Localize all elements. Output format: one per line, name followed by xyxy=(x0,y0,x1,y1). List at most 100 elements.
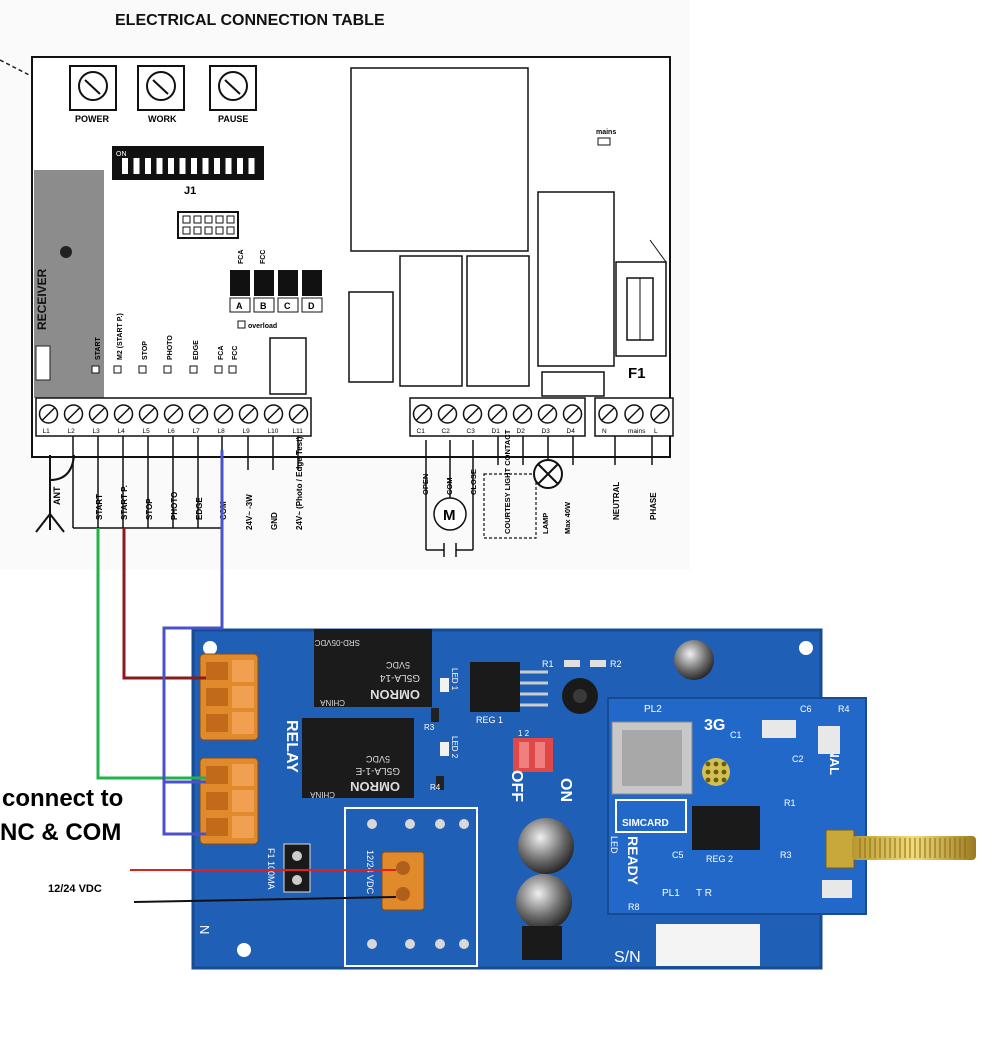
terminal-lever xyxy=(232,686,254,708)
wire-label: NEUTRAL xyxy=(612,482,621,520)
pcb-pad xyxy=(367,939,377,949)
relay1-text: 5VDC xyxy=(385,660,410,670)
dip-off-label: OFF xyxy=(508,770,525,802)
header-pin xyxy=(182,226,191,235)
overload-label: overload xyxy=(248,323,277,330)
terminal-label: C1 xyxy=(417,428,426,435)
terminal-label: L5 xyxy=(143,428,151,435)
dip-on-label: ON xyxy=(557,778,574,802)
input-led xyxy=(228,365,237,374)
relay1-text: CHINA xyxy=(319,698,345,707)
relay1-text: OMRON xyxy=(370,687,420,702)
c2-label: C2 xyxy=(792,754,804,764)
terminal-label: L10 xyxy=(268,428,279,435)
dip-slot xyxy=(225,158,232,174)
reg2-label: REG 2 xyxy=(706,854,733,864)
led-fca-label: FCA xyxy=(238,250,245,264)
terminal-label: L2 xyxy=(68,428,76,435)
c1-label: C1 xyxy=(730,730,742,740)
screw-slot xyxy=(415,407,430,421)
wire-label: CLOSE xyxy=(469,469,478,495)
component-box-3 xyxy=(348,291,394,383)
relay-1: SRD-05VDC OMRON G5LA-14 5VDC CHINA xyxy=(314,629,432,707)
dip-slot xyxy=(145,158,151,174)
led-fcc-label: FCC xyxy=(260,250,267,264)
led-letter-box xyxy=(229,297,251,313)
header-pin xyxy=(193,215,202,224)
dip-slot xyxy=(202,158,209,174)
fuse-f1: F1 xyxy=(615,239,667,382)
pcb-pad xyxy=(405,819,415,829)
terminal-label: D1 xyxy=(492,428,501,435)
sim-pad xyxy=(705,761,711,767)
led-letter: D xyxy=(308,301,315,311)
header-pin xyxy=(204,226,213,235)
r2-label: R2 xyxy=(610,659,622,669)
trimmer-power-label: POWER xyxy=(75,114,110,124)
terminal-label: L11 xyxy=(293,428,304,435)
sim-pad xyxy=(705,777,711,783)
led-letter: B xyxy=(260,301,267,311)
connect-to-label: connect to xyxy=(2,785,123,812)
component-box-2 xyxy=(466,255,530,387)
terminal-screw xyxy=(206,766,228,784)
dip-slot xyxy=(122,158,128,174)
dip-j1-label: J1 xyxy=(184,185,196,197)
input-led-label: STOP xyxy=(142,341,149,360)
sim-pad xyxy=(713,777,719,783)
supply-voltage-label: 12/24 VDC xyxy=(48,883,102,895)
mounting-hole xyxy=(203,641,217,655)
r1-label: R1 xyxy=(542,659,554,669)
input-led-label: START xyxy=(95,336,102,360)
sim-pad xyxy=(721,777,727,783)
screw-slot xyxy=(465,407,480,421)
pl1-label: PL1 xyxy=(662,888,680,899)
dip-nums-label: 1 2 xyxy=(518,729,530,738)
screw-slot xyxy=(490,407,505,421)
header-pin xyxy=(226,215,235,224)
capacitor-low xyxy=(516,874,572,930)
pcb-pad xyxy=(435,819,445,829)
dip-slot xyxy=(168,158,174,174)
wire-label: Max 40W xyxy=(563,501,572,534)
wire-label: 24V~ -3W xyxy=(245,494,254,530)
terminal-label: L9 xyxy=(243,428,251,435)
dip-slot xyxy=(156,158,163,174)
screw-slot xyxy=(166,407,181,421)
header-connector xyxy=(177,211,239,239)
terminal-lever xyxy=(232,816,254,838)
antenna-connector xyxy=(825,829,976,869)
mains-led xyxy=(597,137,611,146)
wire-blue xyxy=(162,450,224,836)
screw-slot xyxy=(116,407,131,421)
screw-slot xyxy=(440,407,455,421)
power-section-outline xyxy=(344,807,478,967)
input-led xyxy=(138,365,147,374)
input-led xyxy=(91,365,100,374)
terminal-lever xyxy=(232,712,254,734)
led2-label: LED 2 xyxy=(450,736,459,759)
dip-slot xyxy=(214,158,220,174)
sim-pad xyxy=(713,761,719,767)
vdc-label: 12/24 VDC xyxy=(365,850,375,895)
wire-label: START P. xyxy=(120,485,129,520)
screw-slot xyxy=(241,407,256,421)
dip-on-label: ON xyxy=(116,151,127,158)
dip-slot xyxy=(179,158,186,174)
wire-label: LAMP xyxy=(541,513,550,534)
terminal-lever xyxy=(232,790,254,812)
terminal-label: C3 xyxy=(467,428,476,435)
terminal-lever xyxy=(232,764,254,786)
serial-number-sticker xyxy=(656,924,760,966)
c5-label: C5 xyxy=(672,850,684,860)
header-pin xyxy=(215,226,224,235)
n-label: N xyxy=(197,925,212,934)
lamp-icon xyxy=(533,459,563,489)
terminal-label: L4 xyxy=(118,428,126,435)
trimmer-work: WORK xyxy=(137,65,185,124)
regulator-1 xyxy=(470,662,520,712)
dip-slot xyxy=(237,158,243,174)
r8-label: R8 xyxy=(628,902,640,912)
